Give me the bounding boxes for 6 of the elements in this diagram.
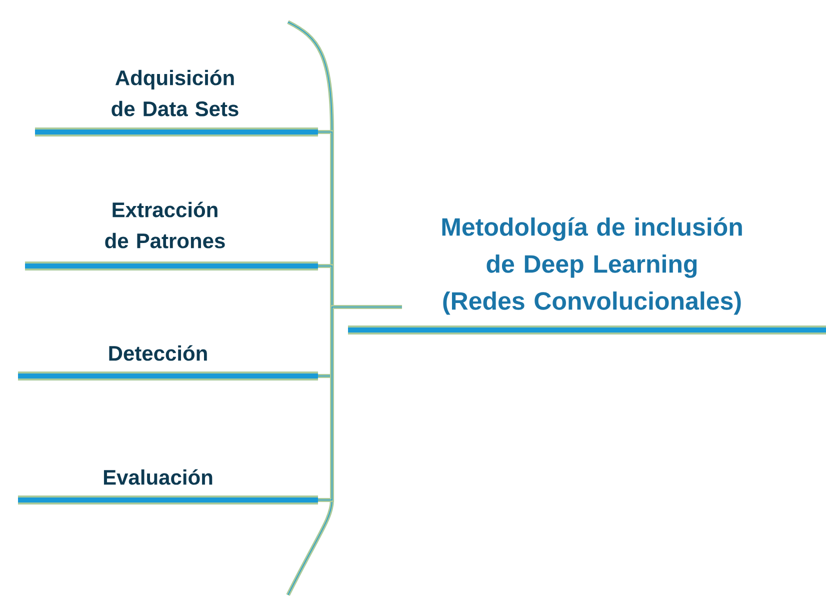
topic-heading: Metodología de inclusión de Deep Learning (Redes Convolucionales) — [348, 217, 826, 334]
branch-label: Extracción de Patrones — [25, 202, 318, 270]
brace-connector — [318, 305, 402, 502]
branch-label: Adquisición de Data Sets — [35, 70, 318, 136]
branch-label: Evaluación — [18, 469, 318, 504]
branch-label: Detección — [18, 345, 318, 380]
